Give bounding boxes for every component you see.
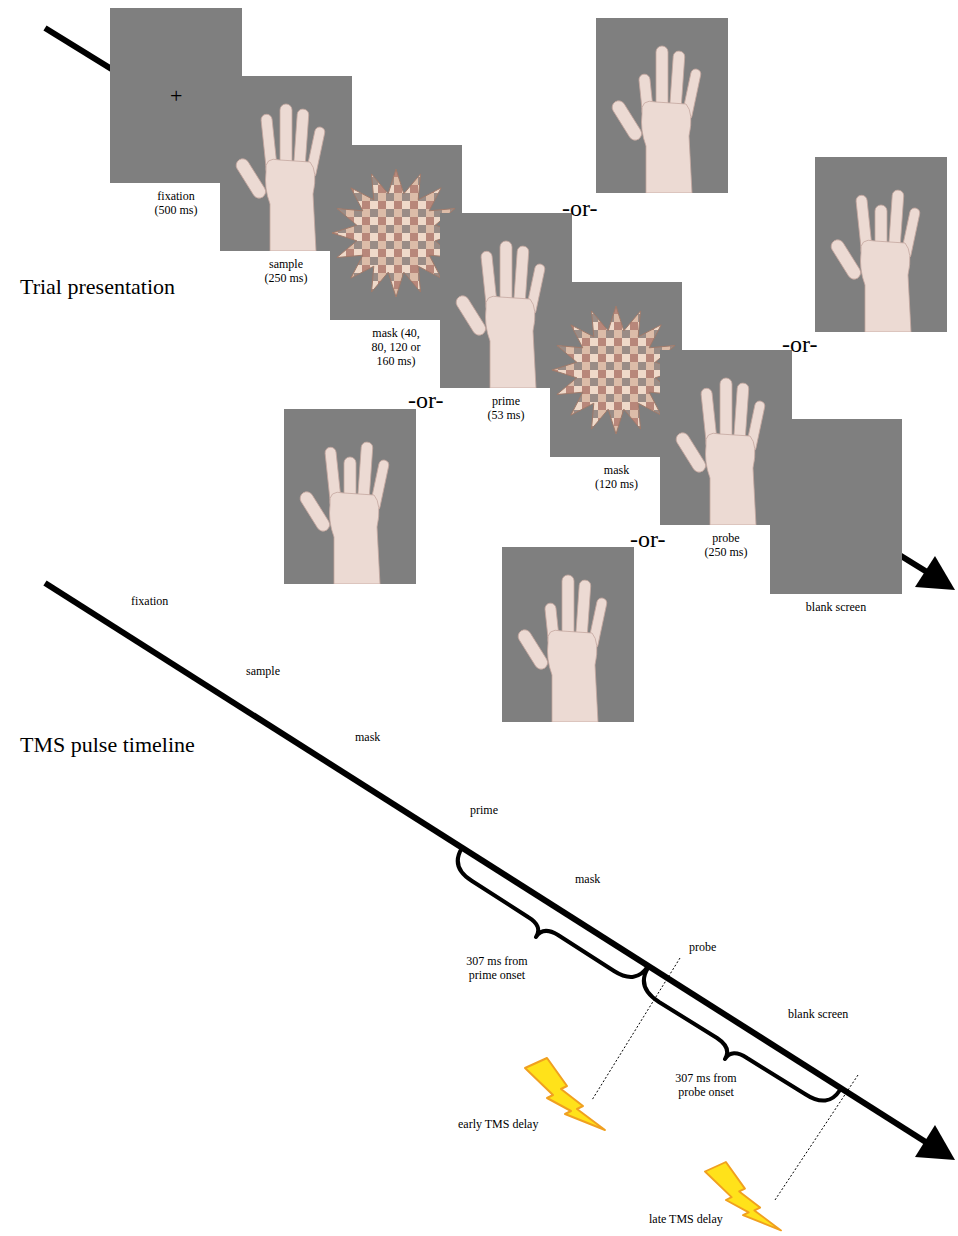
pulse-label: late TMS delay	[649, 1213, 723, 1227]
pulse-leader	[775, 1075, 858, 1200]
interval-label: 307 ms from prime onset	[457, 955, 537, 983]
or-label: -or-	[782, 331, 818, 359]
panel-caption: fixation (500 ms)	[151, 189, 201, 217]
panel-caption: prime (53 ms)	[484, 394, 528, 422]
pulse-label: early TMS delay	[458, 1118, 538, 1132]
tms-arrow	[45, 583, 955, 1160]
alt-prime-image	[596, 18, 728, 193]
pulse-leader	[592, 958, 680, 1100]
panel-caption: probe (250 ms)	[701, 531, 751, 559]
interval-brace	[644, 968, 840, 1101]
panel-caption: mask (120 ms)	[593, 463, 640, 491]
section-title: TMS pulse timeline	[20, 732, 195, 757]
alt-prime-image	[284, 409, 416, 584]
timeline-label: mask	[575, 873, 600, 887]
fixation-cross: +	[170, 85, 182, 107]
or-label: -or-	[630, 526, 666, 554]
or-label: -or-	[562, 195, 598, 223]
interval-label: 307 ms from probe onset	[666, 1072, 746, 1100]
alt-probe-image	[815, 157, 947, 332]
timeline-label: blank screen	[788, 1008, 848, 1022]
timeline-label: mask	[355, 731, 380, 745]
panel-caption: blank screen	[781, 600, 891, 614]
panel-caption: sample (250 ms)	[261, 257, 311, 285]
panel-caption: mask (40, 80, 120 or 160 ms)	[364, 326, 428, 368]
stimulus-panel: blank screen	[770, 419, 902, 594]
section-title: Trial presentation	[20, 274, 175, 299]
alt-probe-image	[502, 547, 634, 722]
timeline-label: fixation	[131, 595, 168, 609]
timeline-label: probe	[689, 941, 716, 955]
or-label: -or-	[408, 387, 444, 415]
stimulus-image	[770, 419, 902, 594]
timeline-label: sample	[246, 665, 280, 679]
timeline-label: prime	[470, 804, 498, 818]
